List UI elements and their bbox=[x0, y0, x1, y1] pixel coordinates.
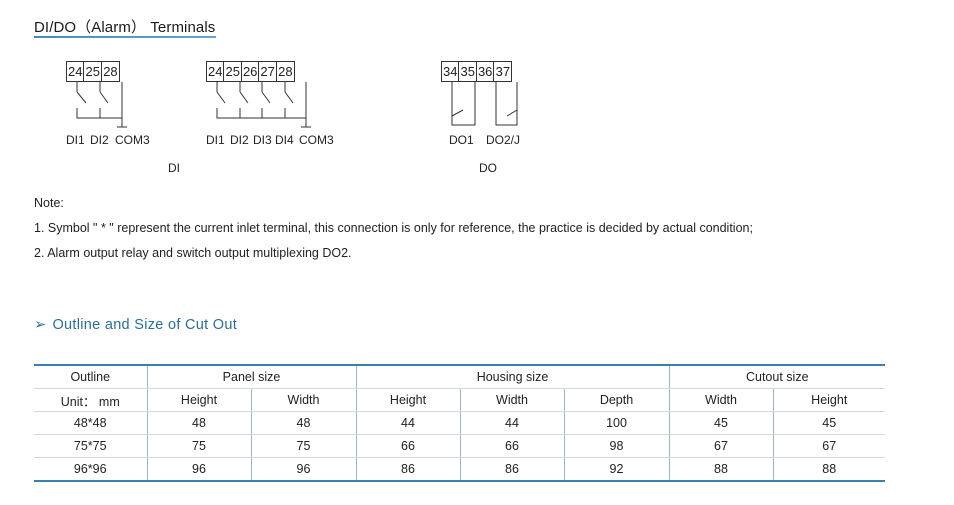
heading-underline bbox=[34, 36, 216, 38]
terminal-label: DI1 bbox=[66, 133, 85, 147]
table-header-cell: Width bbox=[250, 388, 356, 412]
table-cell: 67 bbox=[772, 434, 885, 458]
terminal-cell: 26 bbox=[242, 62, 260, 81]
table-cell: 45 bbox=[772, 411, 885, 435]
table-header-cell: Width bbox=[459, 388, 564, 412]
table-cell: 48 bbox=[250, 411, 356, 435]
terminal-block-di-4: 24 25 26 27 28 bbox=[206, 61, 295, 82]
terminal-cell: 28 bbox=[103, 64, 118, 79]
table-header-cell: Height bbox=[146, 388, 251, 412]
terminal-label: DO2/J bbox=[486, 133, 521, 147]
table-cell: 86 bbox=[355, 457, 460, 482]
table-cell: 75*75 bbox=[34, 434, 147, 458]
terminal-label: COM3 bbox=[115, 133, 150, 147]
section-title-text: Outline and Size of Cut Out bbox=[52, 317, 238, 333]
terminal-block-do: 34 35 36 37 bbox=[441, 61, 513, 82]
table-cell: 86 bbox=[459, 457, 564, 482]
terminal-cell: 25 bbox=[85, 62, 102, 81]
table-cell: 45 bbox=[668, 411, 773, 435]
table-cell: 67 bbox=[668, 434, 773, 458]
table-cell: 88 bbox=[772, 457, 885, 482]
terminal-cell: 37 bbox=[495, 64, 511, 79]
table-cell: 48*48 bbox=[34, 411, 147, 435]
section-heading-terminals: DI/DO（Alarm） Terminals bbox=[34, 19, 216, 36]
note-item: 2. Alarm output relay and switch output … bbox=[34, 246, 352, 260]
table-cell: 44 bbox=[355, 411, 460, 435]
table-cell: 88 bbox=[668, 457, 773, 482]
table-row: 96*96 96 96 86 86 92 88 88 bbox=[34, 457, 885, 482]
terminal-cell: 36 bbox=[477, 62, 495, 81]
terminal-cell: 25 bbox=[225, 62, 242, 81]
table-header-cell: Depth bbox=[563, 388, 669, 412]
terminal-cell: 27 bbox=[260, 62, 277, 81]
terminal-block-di-2: 24 25 28 bbox=[66, 61, 120, 82]
size-table: Outline Panel size Housing size Cutout s… bbox=[34, 364, 885, 482]
terminal-label: DI4 bbox=[275, 133, 294, 147]
terminal-label: DI2 bbox=[230, 133, 249, 147]
table-cell: 66 bbox=[459, 434, 564, 458]
table-cell: 96 bbox=[250, 457, 356, 482]
terminal-cell: 35 bbox=[460, 62, 477, 81]
terminal-cell: 28 bbox=[278, 64, 293, 79]
do-wiring bbox=[451, 82, 518, 126]
table-cell: 98 bbox=[563, 434, 669, 458]
note-item: 1. Symbol " * " represent the current in… bbox=[34, 221, 753, 235]
terminal-label: DO1 bbox=[449, 133, 474, 147]
table-header-cell: Cutout size bbox=[668, 364, 885, 389]
table-header-cell: Outline bbox=[34, 364, 147, 389]
table-row: 48*48 48 48 44 44 100 45 45 bbox=[34, 411, 885, 435]
terminal-cell: 34 bbox=[443, 62, 460, 81]
diagram-caption-di: DI bbox=[168, 161, 180, 175]
table-row: 75*75 75 75 66 66 98 67 67 bbox=[34, 434, 885, 458]
table-cell: 96 bbox=[146, 457, 251, 482]
di-4-wiring bbox=[216, 82, 311, 128]
table-cell: 75 bbox=[250, 434, 356, 458]
terminal-label: COM3 bbox=[299, 133, 334, 147]
table-header-cell: Height bbox=[772, 388, 885, 412]
table-header-cell: Panel size bbox=[146, 364, 356, 389]
table-header-cell: Housing size bbox=[355, 364, 669, 389]
di-2-wiring bbox=[76, 82, 127, 128]
terminal-label: DI1 bbox=[206, 133, 225, 147]
terminal-label: DI2 bbox=[90, 133, 109, 147]
diagram-caption-do: DO bbox=[479, 161, 497, 175]
wiring-diagram bbox=[76, 82, 518, 128]
terminal-cell: 24 bbox=[68, 62, 85, 81]
table-cell: 75 bbox=[146, 434, 251, 458]
table-cell: 48 bbox=[146, 411, 251, 435]
table-cell: 44 bbox=[459, 411, 564, 435]
terminal-cell: 24 bbox=[208, 62, 225, 81]
table-header-cell: Width bbox=[668, 388, 773, 412]
table-header-cell: Height bbox=[355, 388, 460, 412]
table-cell: 92 bbox=[563, 457, 669, 482]
section-title-outline: ➢ Outline and Size of Cut Out bbox=[34, 317, 237, 333]
note-title: Note: bbox=[34, 196, 64, 210]
table-group-header-row: Outline Panel size Housing size Cutout s… bbox=[34, 364, 885, 389]
table-cell: 96*96 bbox=[34, 457, 147, 482]
table-header-cell: Unit： mm bbox=[34, 388, 147, 412]
table-cell: 100 bbox=[563, 411, 669, 435]
table-cell: 66 bbox=[355, 434, 460, 458]
terminal-label: DI3 bbox=[253, 133, 272, 147]
table-sub-header-row: Unit： mm Height Width Height Width Depth… bbox=[34, 388, 885, 412]
arrow-icon: ➢ bbox=[34, 317, 47, 333]
